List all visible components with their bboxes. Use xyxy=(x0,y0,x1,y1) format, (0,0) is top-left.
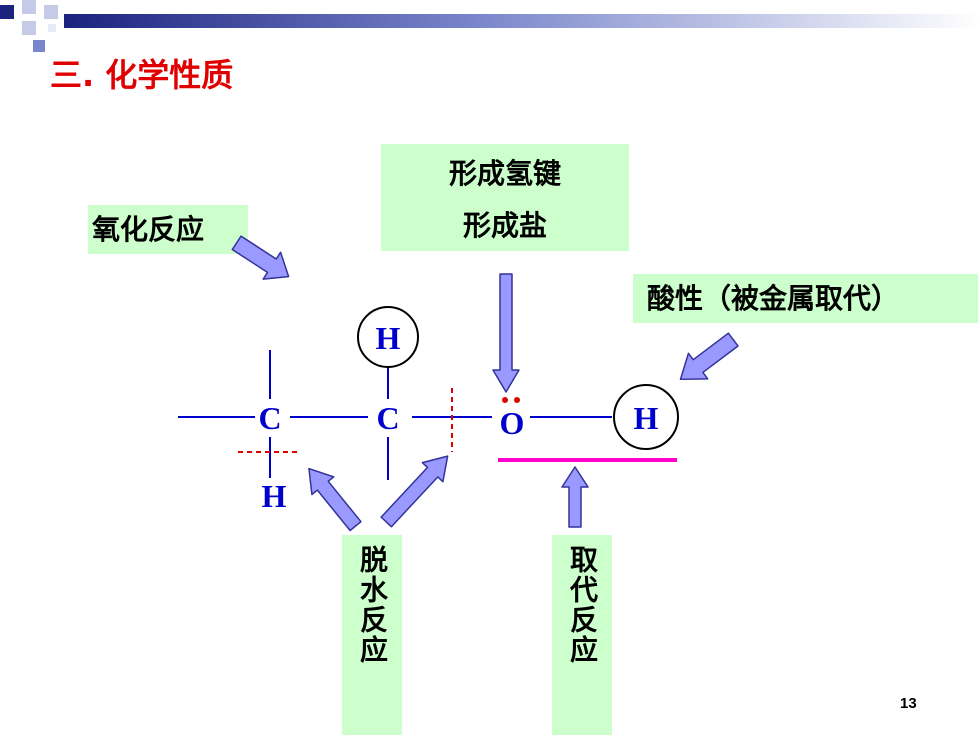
header-decoration xyxy=(0,0,980,52)
dehydration-text: 脱水反应 xyxy=(356,545,389,665)
oxidation-label: 氧化反应 xyxy=(88,205,248,254)
bonds xyxy=(178,350,612,480)
oxidation-text: 氧化反应 xyxy=(92,213,205,246)
salt-formation-text: 形成盐 xyxy=(462,209,547,242)
atom-c2: C xyxy=(376,400,399,436)
hydrogen-bond-text: 形成氢键 xyxy=(448,157,561,190)
substitution-text: 取代反应 xyxy=(566,545,599,665)
h-top-circle xyxy=(357,306,419,368)
page-number: 13 xyxy=(900,695,917,712)
atom-h-top: H xyxy=(376,320,401,356)
h-right-circle xyxy=(613,384,679,450)
lone-pair-dot-right xyxy=(514,397,520,403)
lone-pair-dot-left xyxy=(502,397,508,403)
atom-h-bottom: H xyxy=(262,478,287,514)
oxidation-arrow xyxy=(231,235,290,280)
acidity-text: 酸性（被金属取代） xyxy=(647,282,900,315)
acidity-label: 酸性（被金属取代） xyxy=(633,274,978,323)
atom-c1: C xyxy=(258,400,281,436)
dehydration-arrow-left xyxy=(308,467,362,532)
dehydration-label: 脱水反应 xyxy=(342,535,402,735)
acidity-arrow xyxy=(679,332,739,381)
slide-title: 三. 化学性质 xyxy=(50,56,234,94)
substitution-label: 取代反应 xyxy=(552,535,612,735)
atom-h-right: H xyxy=(634,400,659,436)
substitution-arrow xyxy=(561,466,589,528)
hydrogen-bond-label: 形成氢键 形成盐 xyxy=(381,144,629,251)
dehydration-arrow-right xyxy=(380,455,449,528)
hbond-arrow xyxy=(492,273,520,393)
atom-o: O xyxy=(500,405,525,441)
